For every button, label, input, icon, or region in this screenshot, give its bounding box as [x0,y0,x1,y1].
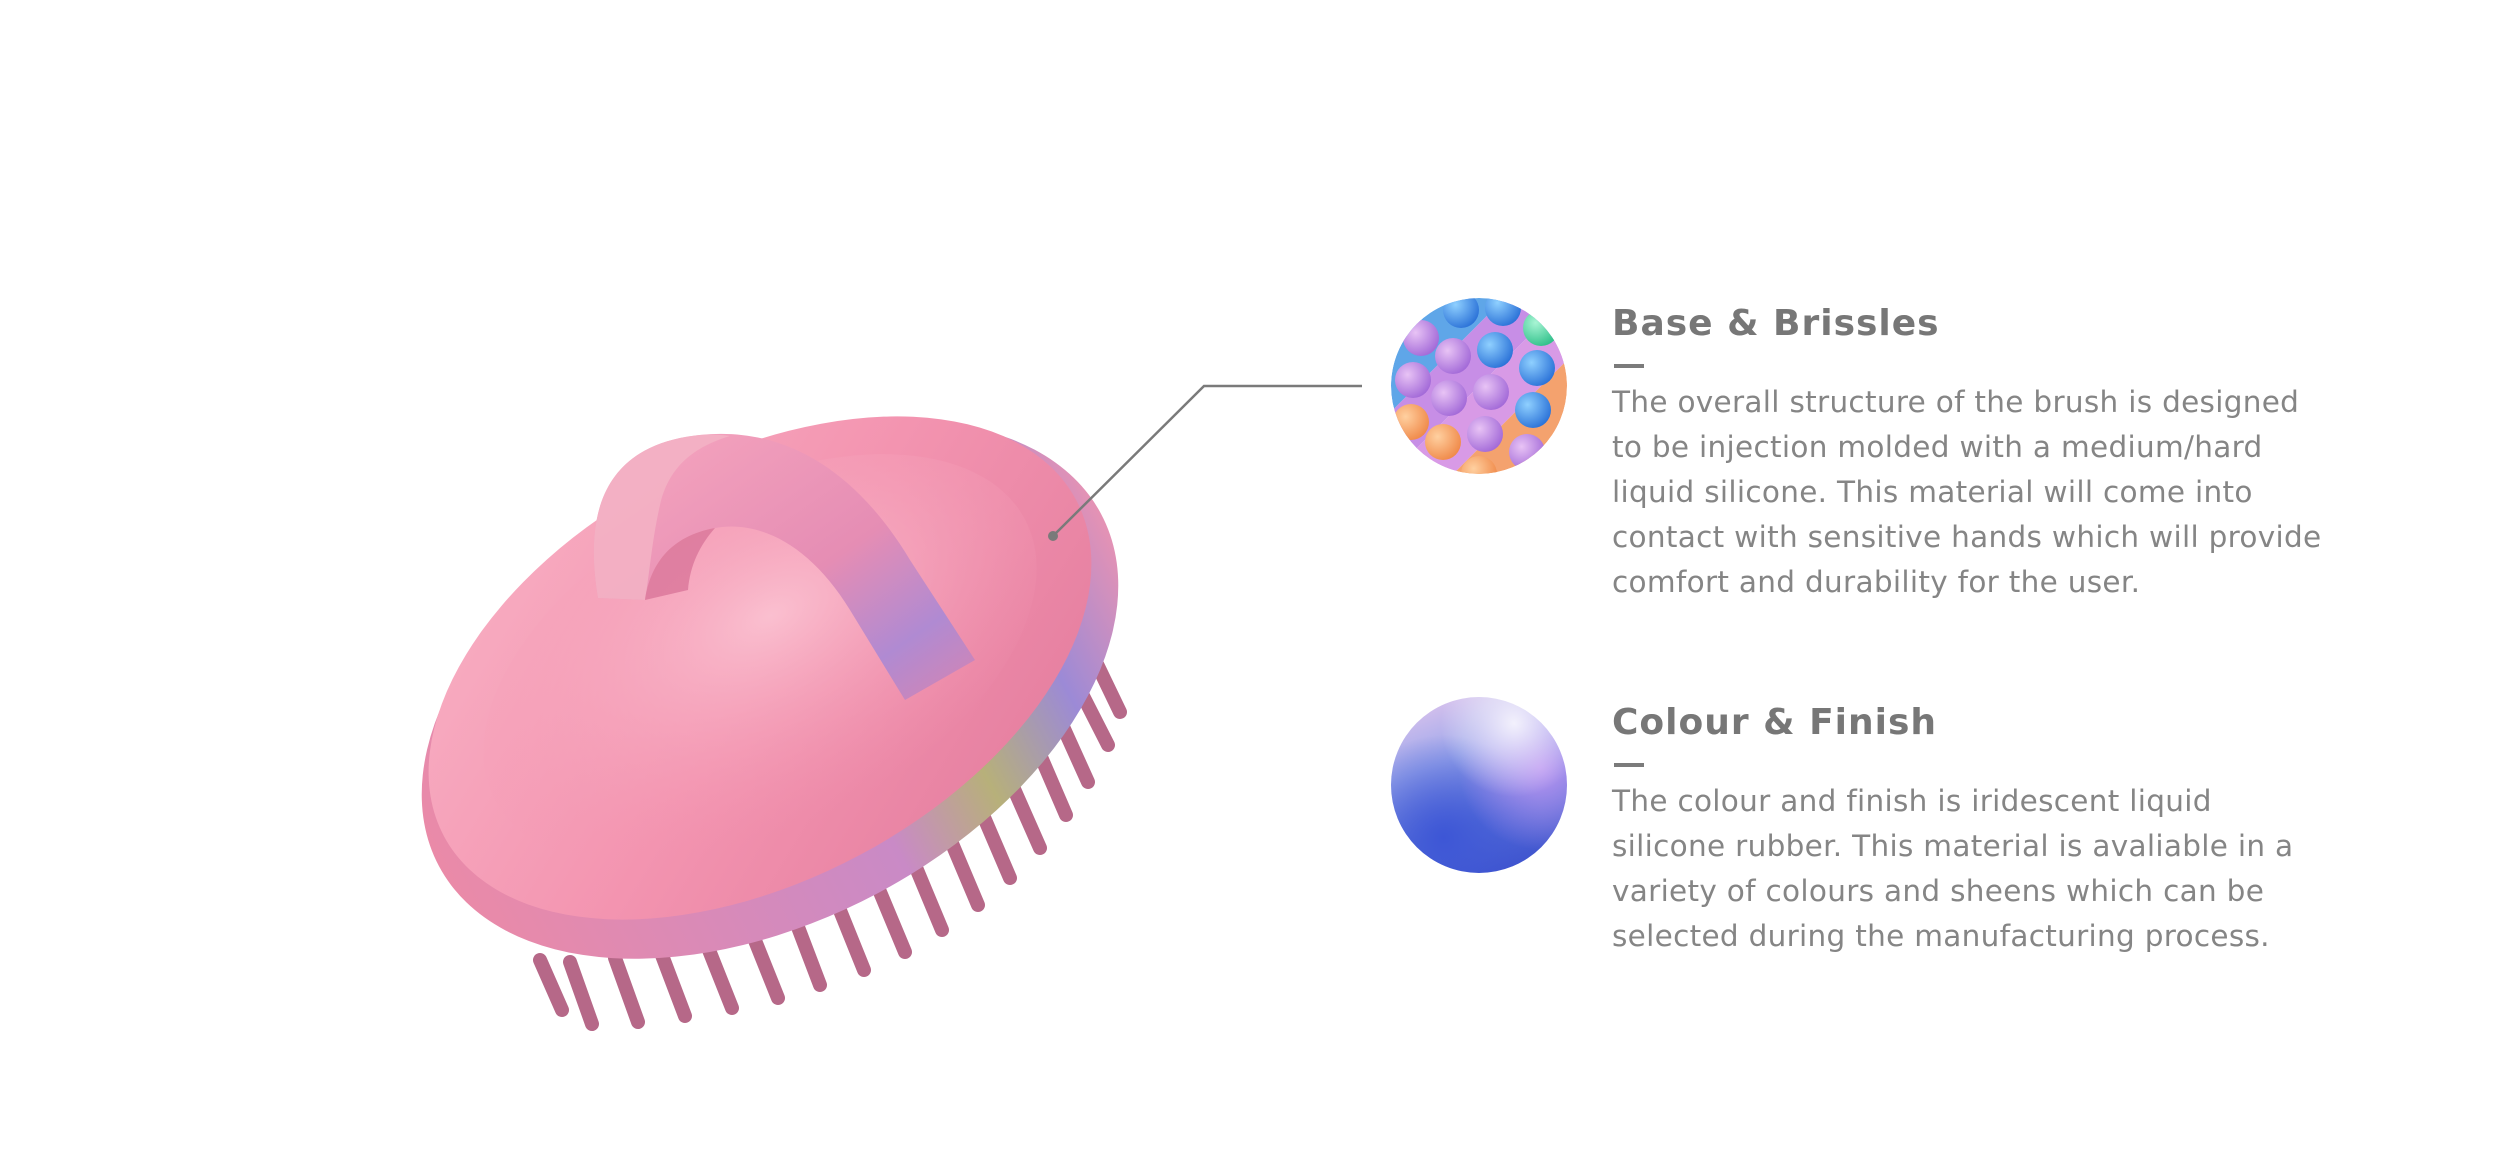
section-description: The colour and finish is iridescent liqu… [1612,784,2294,953]
section-title: Colour & Finish [1612,702,1938,743]
bubble-pop-texture-swatch-icon [1391,298,1567,474]
section-title: Base & Brissles [1612,303,1940,344]
title-divider [1614,364,1644,368]
iridescent-colour-swatch-icon [1391,697,1567,873]
brush-illustration [421,416,1127,1031]
title-divider [1614,763,1644,767]
colour-finish-section: Colour & Finish The colour and finish is… [1612,697,2332,959]
section-description: The overall structure of the brush is de… [1612,385,2322,599]
callout-leader-line [1048,384,1362,541]
handle [593,433,975,700]
base-brissles-section: Base & Brissles The overall structure of… [1612,298,2332,605]
